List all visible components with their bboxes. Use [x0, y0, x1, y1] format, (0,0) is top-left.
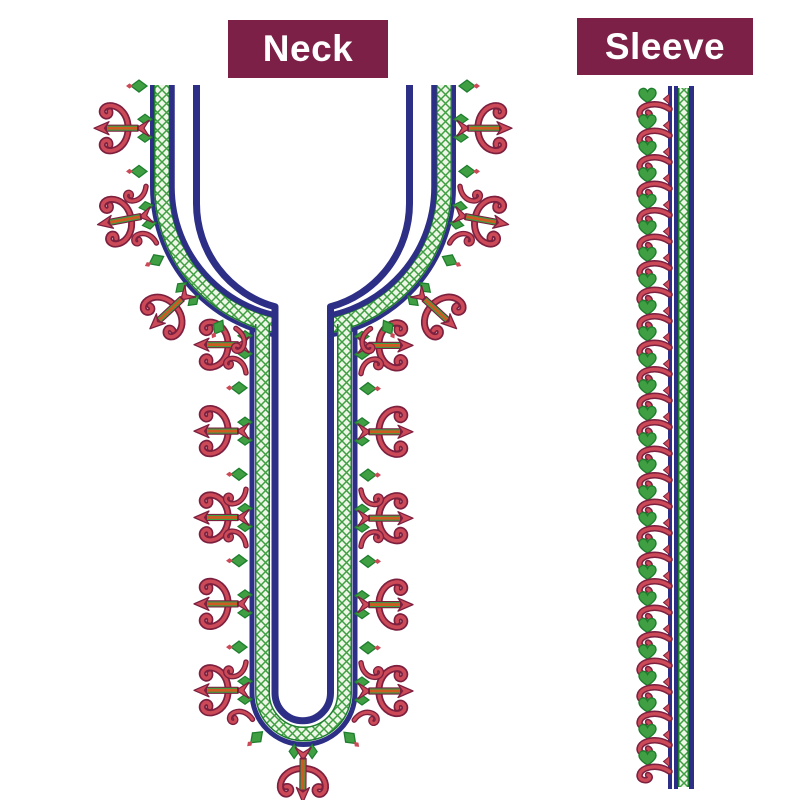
smotif-instance — [639, 247, 670, 276]
leafd-instance — [225, 467, 248, 481]
curlS-instance — [361, 490, 381, 505]
smotif-instance — [639, 512, 670, 541]
curlS-instance — [361, 532, 381, 547]
curlS-instance — [361, 359, 381, 374]
curlS-instance — [132, 229, 156, 250]
neck-label: Neck — [228, 20, 388, 78]
smotif-instance — [639, 88, 670, 117]
leafd-instance — [339, 727, 364, 752]
tulip-instance — [454, 106, 512, 151]
tulip-instance — [355, 409, 413, 454]
smotif-instance — [639, 300, 670, 329]
smotif-instance — [639, 671, 670, 700]
smotif-instance — [639, 565, 670, 594]
leafd-instance — [225, 640, 248, 654]
curlS-instance — [226, 358, 246, 373]
leafd-instance — [125, 164, 148, 179]
tulip-instance — [194, 408, 252, 453]
smotif-instance — [639, 698, 670, 727]
leafd-instance — [242, 726, 268, 752]
smotif-instance — [639, 141, 670, 170]
curlS-instance — [228, 706, 253, 728]
smotif-instance — [639, 751, 670, 780]
leafd-instance — [141, 250, 167, 272]
smotif-instance — [639, 618, 670, 647]
smotif-instance — [639, 353, 670, 382]
sleeve-label: Sleeve — [577, 18, 753, 75]
leafd-instance — [359, 381, 382, 396]
curlS-instance — [226, 489, 246, 504]
smotif-instance — [639, 539, 670, 568]
smotif-instance — [639, 592, 670, 621]
smotif-instance — [639, 645, 670, 674]
smotif-instance — [639, 724, 670, 753]
tulip-instance — [194, 581, 252, 626]
tulip-instance — [280, 744, 326, 800]
smotif-instance — [639, 115, 670, 144]
leafd-instance — [359, 468, 382, 482]
smotif-instance — [639, 327, 670, 356]
curlS-instance — [450, 229, 474, 250]
leafd-instance — [458, 164, 481, 179]
leafd-instance — [359, 554, 382, 569]
smotif-instance — [639, 406, 670, 435]
sleeve-motifs — [639, 88, 670, 780]
leafd-instance — [458, 79, 481, 93]
curlS-instance — [226, 531, 246, 546]
curlS-instance — [226, 662, 246, 677]
smotif-instance — [639, 433, 670, 462]
leafd-instance — [225, 381, 248, 395]
smotif-instance — [639, 194, 670, 223]
leafd-instance — [225, 554, 248, 568]
smotif-instance — [639, 459, 670, 488]
sleeve-design — [639, 86, 694, 789]
smotif-instance — [639, 380, 670, 409]
tulip-instance — [355, 582, 413, 627]
smotif-instance — [639, 486, 670, 515]
curlS-instance — [361, 663, 381, 678]
leafd-instance — [125, 79, 148, 93]
smotif-instance — [639, 274, 670, 303]
smotif-instance — [639, 221, 670, 250]
curlS-instance — [354, 707, 379, 729]
smotif-instance — [639, 168, 670, 197]
neck-design — [150, 85, 456, 747]
leafd-instance — [359, 641, 382, 655]
curlS-instance — [460, 186, 480, 201]
tulip-instance — [94, 106, 152, 151]
curlS-instance — [126, 186, 146, 201]
leafd-instance — [439, 250, 465, 273]
